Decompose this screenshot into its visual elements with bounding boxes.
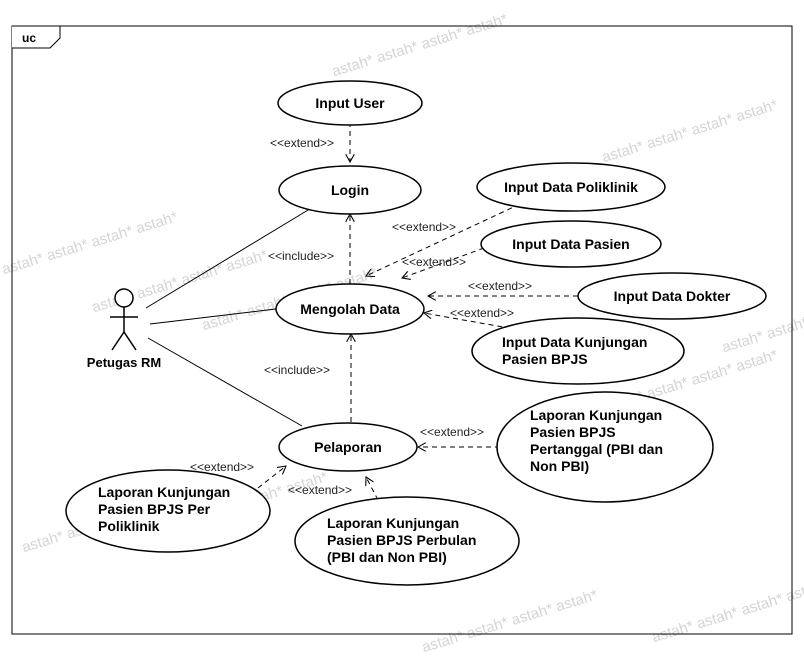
use-case-input-data-kunjungan[interactable]: Input Data Kunjungan Pasien BPJS	[471, 317, 685, 385]
use-case-label: Input Data Poliklinik	[504, 179, 638, 195]
use-case-label-line: Poliklinik	[98, 518, 160, 534]
use-case-label: Pelaporan	[314, 439, 382, 455]
svg-text:Input User: Input User	[315, 95, 385, 111]
extend-poliklinik-to-mengolah	[366, 203, 521, 276]
association-actor-mengolah-data	[149, 307, 285, 325]
use-case-laporan-pertanggal[interactable]: Laporan Kunjungan Pasien BPJS Pertanggal…	[496, 391, 714, 503]
use-case-label-line: Pasien BPJS	[530, 424, 616, 440]
use-case-input-data-poliklinik[interactable]: Input Data Poliklinik	[476, 162, 666, 212]
frame-tag: uc	[22, 31, 36, 45]
use-case-label-line: Pasien BPJS Per	[98, 501, 211, 517]
use-case-login[interactable]: Login	[278, 165, 422, 215]
association-actor-login	[145, 203, 319, 309]
use-case-laporan-poliklinik[interactable]: Laporan Kunjungan Pasien BPJS Per Polikl…	[65, 469, 271, 553]
use-case-label: Input Data Dokter	[614, 288, 731, 304]
diagram-frame	[11, 25, 793, 635]
use-case-label-line: Pertanggal (PBI dan	[530, 441, 663, 457]
svg-text:Pelaporan: Pelaporan	[314, 439, 382, 455]
use-case-label-line: Pasien BPJS	[502, 351, 588, 367]
svg-text:Input Data Kunjungan P: Input Data Kunjungan Pasien BPJS	[502, 334, 651, 367]
extend-kunjungan-to-mengolah	[424, 313, 521, 331]
svg-text:Input Data Poliklinik: Input Data Poliklinik	[504, 179, 638, 195]
svg-text:Login: Login	[331, 182, 369, 198]
use-case-label-line: Laporan Kunjungan	[327, 515, 459, 531]
use-case-label-line: Laporan Kunjungan	[530, 407, 662, 423]
use-case-label-line: Non PBI)	[530, 458, 589, 474]
extend-pasien-to-mengolah	[402, 247, 485, 278]
actor-right-leg	[123, 331, 137, 351]
label-include-pelaporan: <<include>>	[264, 363, 330, 377]
use-case-label: Mengolah Data	[300, 301, 400, 317]
label-extend-kunjungan: <<extend>>	[450, 306, 514, 320]
use-case-pelaporan[interactable]: Pelaporan	[278, 422, 418, 472]
label-extend-poliklinik: <<extend>>	[392, 220, 456, 234]
use-case-label-line: Laporan Kunjungan	[98, 484, 230, 500]
use-case-label-line: Pasien BPJS Perbulan	[327, 532, 476, 548]
use-case-label: Login	[331, 182, 369, 198]
use-case-mengolah-data[interactable]: Mengolah Data	[275, 283, 425, 335]
svg-text:Laporan Kunjungan Pasi: Laporan Kunjungan Pasien BPJS Per Polikl…	[98, 484, 234, 534]
use-case-label-line: (PBI dan Non PBI)	[327, 549, 447, 565]
label-extend-poliklinik-report: <<extend>>	[190, 460, 254, 474]
use-case-laporan-perbulan[interactable]: Laporan Kunjungan Pasien BPJS Perbulan (…	[294, 496, 520, 586]
svg-text:Laporan Kunjungan Pasi: Laporan Kunjungan Pasien BPJS Perbulan (…	[327, 515, 480, 565]
label-extend-pertanggal: <<extend>>	[420, 425, 484, 439]
svg-text:Laporan Kunjungan Pasi: Laporan Kunjungan Pasien BPJS Pertanggal…	[530, 407, 667, 474]
use-case-input-data-pasien[interactable]: Input Data Pasien	[480, 220, 662, 268]
label-extend-pasien: <<extend>>	[402, 255, 466, 269]
label-extend-input-user: <<extend>>	[270, 136, 334, 150]
label-include-login: <<include>>	[268, 249, 334, 263]
association-actor-pelaporan	[147, 337, 303, 427]
actor-left-leg	[111, 331, 125, 351]
extend-poliklinik-report-to-pelaporan	[257, 466, 286, 489]
use-case-input-data-dokter[interactable]: Input Data Dokter	[577, 272, 767, 320]
frame-tag-box	[12, 25, 61, 49]
use-case-label: Input Data Pasien	[512, 236, 629, 252]
actor-label: Petugas RM	[87, 355, 161, 370]
use-case-input-user[interactable]: Input User	[277, 80, 423, 126]
svg-text:Input Data Dokter: Input Data Dokter	[614, 288, 731, 304]
actor-petugas-rm[interactable]: Petugas RM	[87, 288, 161, 370]
label-extend-perbulan: <<extend>>	[288, 483, 352, 497]
extend-perbulan-to-pelaporan	[366, 477, 379, 501]
svg-text:Mengolah Data: Mengolah Data	[300, 301, 400, 317]
use-case-label: Input User	[315, 95, 385, 111]
use-case-label-line: Input Data Kunjungan	[502, 334, 647, 350]
label-extend-dokter: <<extend>>	[468, 279, 532, 293]
svg-text:Input Data Pasien: Input Data Pasien	[512, 236, 629, 252]
actor-head	[114, 288, 134, 308]
